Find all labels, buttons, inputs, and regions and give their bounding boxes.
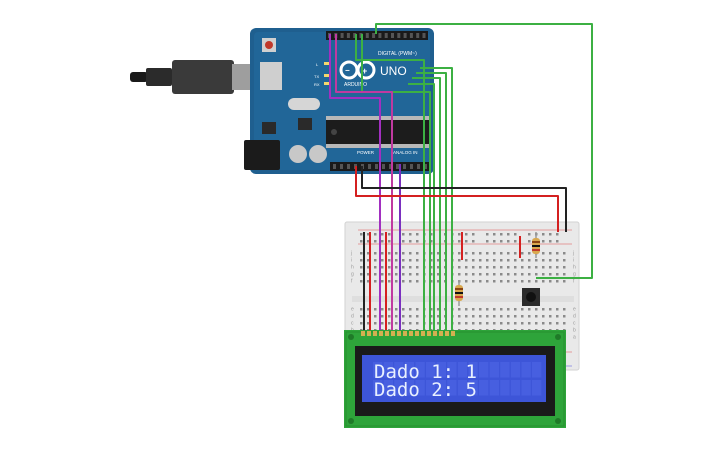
row-letter: c: [573, 321, 576, 327]
row-letter: i: [351, 258, 352, 264]
led-label-rx: RX: [314, 82, 320, 87]
reset-button[interactable]: [262, 38, 276, 52]
row-letter: f: [573, 279, 575, 285]
crystal: [288, 98, 320, 110]
row-letter: i: [573, 258, 574, 264]
digital-header-label: DIGITAL (PWM~): [378, 51, 417, 57]
push-button[interactable]: [522, 288, 540, 306]
wire-data[interactable]: [416, 72, 447, 334]
board-brand: ARDUINO: [344, 82, 367, 88]
row-letter: f: [351, 279, 353, 285]
power-header-label: POWER: [357, 150, 375, 155]
row-letter: c: [351, 321, 354, 327]
resistor-top[interactable]: [532, 232, 540, 258]
arduino-board[interactable]: − + UNO ARDUINO DIGITAL (PWM~) POWER ANA…: [244, 28, 434, 174]
wire-gnd[interactable]: [361, 166, 567, 232]
wire-data[interactable]: [408, 83, 435, 334]
svg-text:+: +: [362, 66, 367, 76]
row-letter: g: [573, 272, 576, 278]
capacitor: [309, 145, 327, 163]
wire-enable[interactable]: [335, 34, 393, 334]
analog-header-label: ANALOG IN: [393, 150, 418, 155]
row-letter: d: [573, 314, 576, 320]
row-letter: a: [573, 335, 576, 341]
wire-data[interactable]: [361, 34, 431, 334]
row-letter: e: [573, 307, 576, 313]
row-letter: h: [573, 265, 576, 271]
usb-socket: [260, 62, 282, 90]
wire-data[interactable]: [412, 77, 441, 334]
power-jack: [244, 140, 280, 170]
row-letter: h: [351, 265, 354, 271]
microcontroller-chip: [326, 116, 430, 148]
wire-rs[interactable]: [329, 34, 381, 334]
row-letter: j: [572, 251, 574, 257]
arduino-logo: − +: [339, 60, 376, 80]
wire-button-signal[interactable]: [375, 23, 593, 279]
row-letter: j: [350, 251, 352, 257]
row-letter: d: [351, 314, 354, 320]
lcd-pin-header[interactable]: [361, 331, 455, 336]
usb-cable[interactable]: [130, 60, 266, 94]
led-label-tx: TX: [314, 74, 319, 79]
row-letter: b: [573, 328, 576, 334]
lcd-line-1: Dado 1: 1: [374, 361, 477, 383]
status-leds: L TX RX: [314, 62, 330, 87]
led-label-l: L: [316, 62, 319, 67]
capacitor: [289, 145, 307, 163]
row-letter: e: [351, 307, 354, 313]
row-letter: g: [351, 272, 354, 278]
lcd-line-2: Dado 2: 5: [374, 379, 477, 401]
svg-text:−: −: [345, 66, 350, 75]
wires: [329, 23, 593, 334]
board-model: UNO: [380, 64, 407, 78]
resistor-bottom[interactable]: [455, 280, 463, 306]
lcd-character-cells: [373, 362, 542, 396]
wire-5v[interactable]: [355, 166, 559, 232]
wire-data[interactable]: [420, 67, 453, 334]
